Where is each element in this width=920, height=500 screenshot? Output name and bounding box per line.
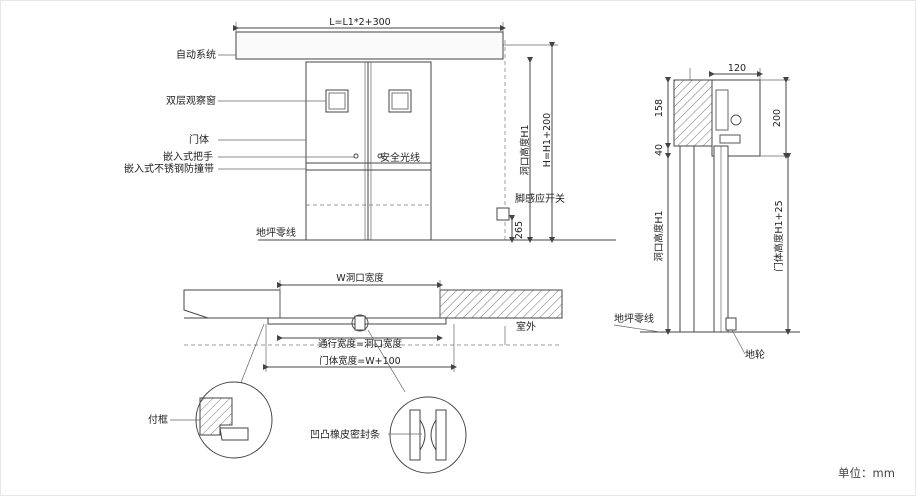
- handle-right: [377, 153, 383, 159]
- foot-switch: [496, 207, 510, 221]
- dim-opening-width: W洞口宽度: [336, 272, 384, 284]
- dim-opening-height: 洞口高度H1: [519, 124, 531, 175]
- label-double-window: 双层观察窗: [166, 94, 216, 107]
- unit-note: 单位：mm: [838, 466, 895, 480]
- label-wheel: 地轮: [745, 348, 765, 361]
- auto-system-box: [235, 31, 504, 60]
- label-foot-switch: 脚感应开关: [515, 192, 565, 205]
- dim-switch-height: 265: [514, 221, 525, 239]
- label-safety-beam: 安全光线: [380, 151, 420, 164]
- label-handle: 嵌入式把手: [163, 150, 213, 163]
- dim-side-width: 120: [728, 63, 746, 74]
- label-door-body: 门体: [189, 133, 209, 146]
- dim-side-gap: 40: [654, 144, 665, 156]
- dim-passage-width: 通行宽度=洞口宽度: [318, 338, 402, 350]
- detail-seal: [389, 396, 467, 474]
- label-seal: 凹凸橡皮密封条: [310, 428, 380, 441]
- dim-side-door-height: 门体高度H1+25: [773, 200, 785, 271]
- front-elevation: L=L1*2+300 洞口高度H1 H=H1+200 265 脚感应开关: [124, 17, 616, 243]
- side-section: 120 158 40 200 洞口高度H1 门体高度H1+25 地坪零线 地轮: [613, 63, 800, 361]
- window-right: [388, 89, 412, 113]
- dim-door-width: 门体宽度=W+100: [319, 355, 400, 367]
- label-floor-front: 地坪零线: [256, 226, 296, 239]
- label-steel-strip: 嵌入式不锈钢防撞带: [124, 162, 214, 175]
- dim-total-height: H=H1+200: [542, 113, 553, 167]
- dim-side-box: 200: [772, 109, 783, 127]
- dim-total-length: L=L1*2+300: [329, 17, 390, 28]
- door-leaf-right: [367, 61, 432, 241]
- plan-view: W洞口宽度 通行宽度=洞口宽度 门体宽度=W+100 室外 付框 凹凸橡皮密封条: [148, 272, 563, 474]
- door-leaf-left: [305, 61, 369, 241]
- label-frame: 付框: [148, 413, 168, 426]
- label-auto-system: 自动系统: [176, 48, 216, 61]
- label-floor-side: 地坪零线: [614, 312, 654, 325]
- handle-left: [353, 153, 359, 159]
- dim-side-opening: 洞口高度H1: [653, 210, 665, 261]
- label-outdoor: 室外: [516, 320, 536, 333]
- dim-side-top: 158: [654, 99, 665, 117]
